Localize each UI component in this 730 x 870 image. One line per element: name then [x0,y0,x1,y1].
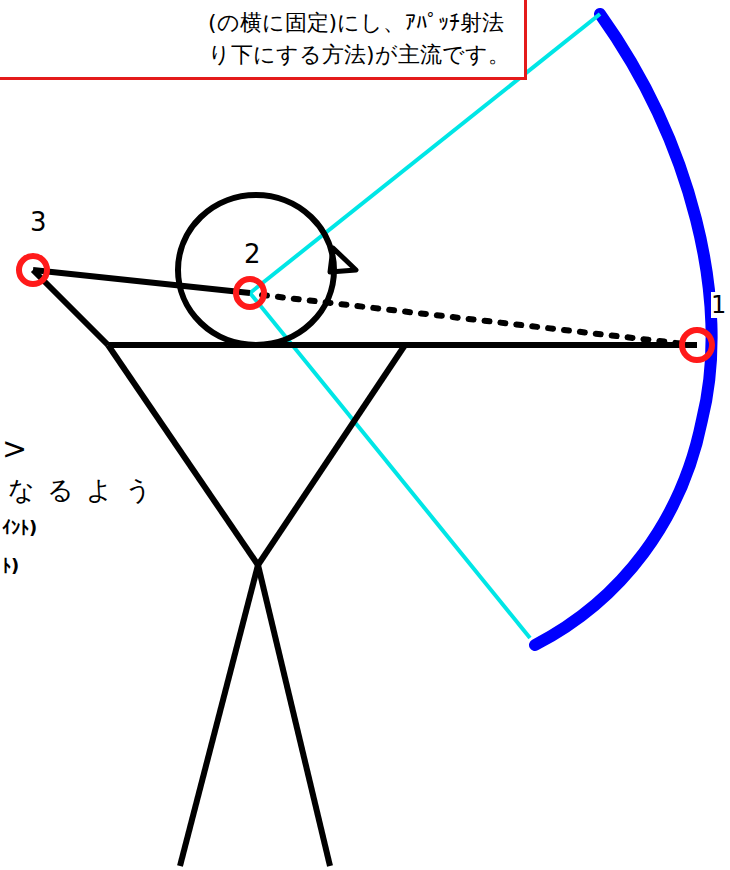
leg-right [258,565,330,866]
torso-left [108,345,258,565]
callout-number: 1 [711,292,726,318]
leg-left [180,565,258,866]
cropped-note-text: なるよう [8,476,164,505]
cropped-note-text: > [2,432,27,465]
callout-number: 2 [244,240,261,269]
note-box: (の横に固定)にし、ｱﾊﾟｯﾁ射法 り下にする方法)が主流です。 [0,0,527,80]
nose-mark [330,248,356,272]
draw-hand-line [33,270,250,293]
anchor-point-marker [682,330,712,360]
anchor-point-marker [19,256,47,284]
anchor-point-marker [236,279,264,307]
cropped-note-text: ｲﾝﾄ) [2,518,37,538]
head-circle [178,195,334,345]
callout-number: 3 [30,208,47,237]
aim-dotted-line [262,295,685,344]
torso-right [258,345,405,565]
cropped-note-text: ﾄ) [2,556,19,576]
note-text: (の横に固定)にし、ｱﾊﾟｯﾁ射法 り下にする方法)が主流です。 [208,7,512,71]
